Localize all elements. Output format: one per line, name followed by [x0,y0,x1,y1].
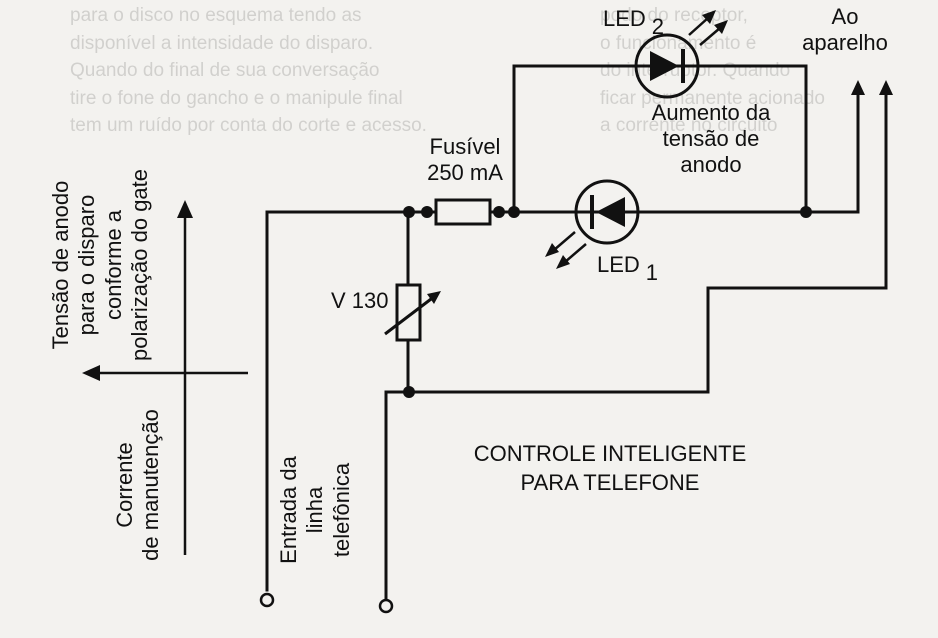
bleed-line: Quando do final de sua conversação [70,60,380,82]
output-arrow-2 [879,80,893,95]
led1-symbol [545,179,640,269]
fuse-symbol [434,198,492,226]
y-axis-label-line: para o disparo [74,194,100,336]
varistor-symbol [395,283,422,342]
input-label-line: linha [302,486,328,534]
junction-dot [421,206,433,218]
varistor-arrow-line [384,294,436,336]
output-label: Ao aparelho [790,4,900,56]
x-axis-arrow [82,365,100,381]
y-axis-label: Tensão de anodo para o disparo conforme … [48,140,154,390]
wire-input-top [265,210,410,592]
led2-index: 2 [651,14,665,39]
bleed-line: disponível a intensidade do disparo. [70,32,374,54]
x-axis-label-line: de manutenção [138,409,164,561]
junction-dot [800,206,812,218]
output-line: Ao [831,4,859,29]
led2-symbol [634,10,728,99]
caption-line: PARA TELEFONE [520,469,700,495]
led2-description: Aumento da tensão de anodo [636,100,786,178]
y-axis-label-line: Tensão de anodo [48,180,73,350]
varistor-arrowhead [427,291,441,304]
bleed-line: para o disco no esquema tendo as [70,5,362,26]
junction-dot [403,386,415,398]
bleed-line: ficar permanente acionado [600,87,825,109]
bleed-text-left: para o disco no esquema tendo as disponí… [70,2,427,140]
bleed-line: tire o fone do gancho e o manipule final [70,87,403,109]
junction-dot [493,206,505,218]
wire-led2-branch [512,64,638,214]
led1-name: LED [597,252,640,277]
output-line: aparelho [802,29,888,55]
input-label-line: Entrada da [276,456,301,564]
led2-name: LED [603,6,646,31]
wire-led2-right [696,64,808,214]
fuse-rating: 250 mA [427,159,503,185]
led2-desc-line: Aumento da [651,100,771,125]
junctions [403,206,812,398]
led1-index: 1 [645,260,659,285]
bleed-line: o funcionamento é [600,32,757,54]
input-terminal-2 [378,598,394,614]
x-axis-label-line: Corrente [112,442,137,528]
junction-dot [508,206,520,218]
x-axis-label: Corrente de manutenção [112,390,165,580]
led2-desc-line: tensão de [662,125,760,151]
junction-dot [403,206,415,218]
input-label: Entrada da linha telefônica [276,430,355,590]
fuse-name: Fusível [429,134,501,159]
caption-line: CONTROLE INTELIGENTE [473,441,747,466]
y-axis-label-line: polarização do gate [127,168,153,362]
varistor-label: V 130 [331,288,389,313]
y-axis-arrow [177,200,193,218]
wire-return [384,88,888,602]
output-arrow-1 [851,80,865,95]
bleed-line: a corrente no circuito [600,115,778,137]
led2-desc-line: anodo [680,151,742,177]
diagram-caption: CONTROLE INTELIGENTE PARA TELEFONE [430,440,790,497]
input-label-line: telefônica [328,462,354,558]
y-axis-label-line: conforme a [100,209,126,321]
bleed-line: tem um ruído por conta do corte e acesso… [70,115,427,137]
fuse-label: Fusível 250 mA [410,134,520,186]
input-terminal-1 [259,592,275,608]
